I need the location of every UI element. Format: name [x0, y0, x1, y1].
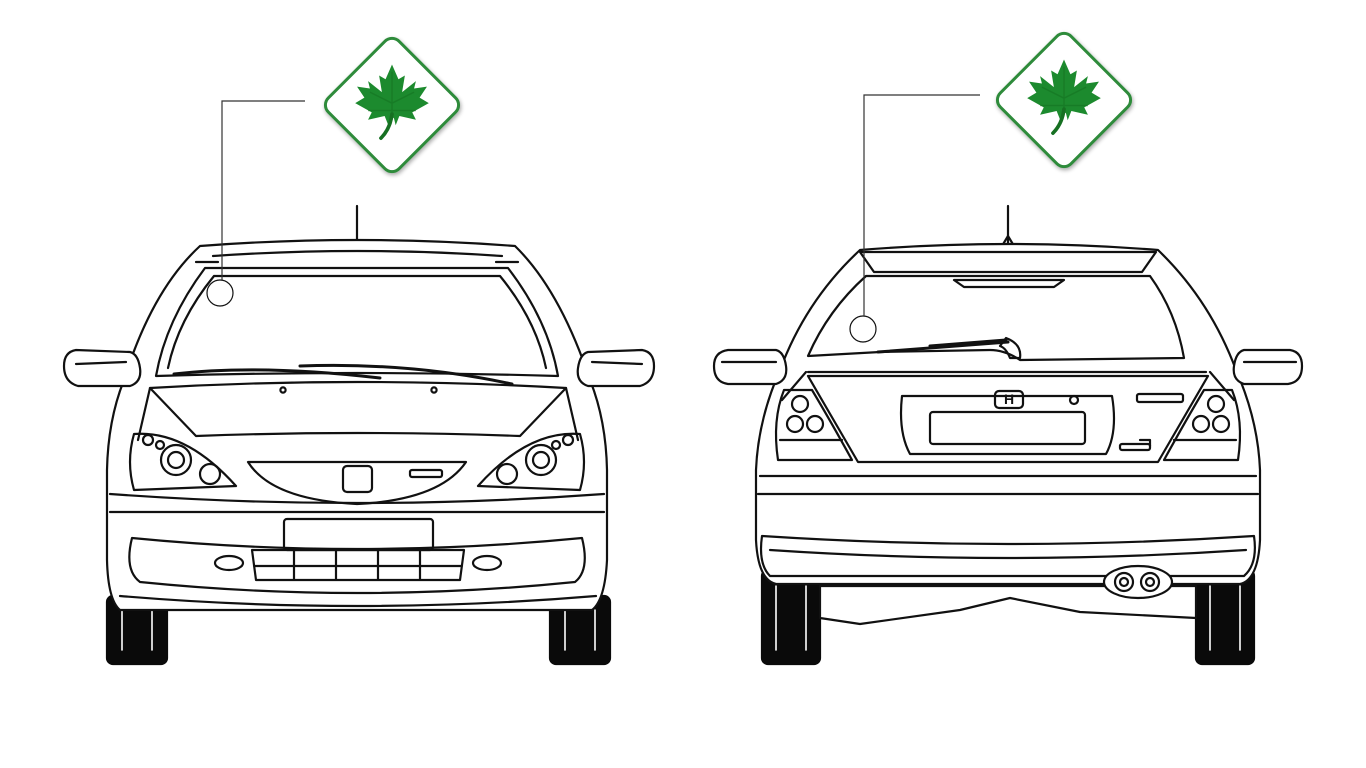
front-lower-grille — [250, 548, 466, 582]
rear-wiper — [876, 338, 1010, 354]
rear-left-taillight — [774, 388, 854, 462]
rear-spoiler — [858, 250, 1158, 274]
rear-left-mirror — [712, 348, 788, 386]
front-sticker-callout-line — [221, 100, 305, 280]
rear-emblem — [993, 389, 1025, 410]
rear-badge-right — [1135, 392, 1185, 404]
front-right-headlight — [476, 432, 586, 492]
rear-sticker — [995, 31, 1133, 169]
front-left-mirror — [62, 348, 142, 388]
rear-lock — [1068, 394, 1080, 406]
rear-emblem-letter: H — [1004, 391, 1014, 407]
front-left-headlight — [128, 432, 238, 492]
front-view — [62, 204, 656, 666]
rear-window — [806, 274, 1186, 362]
rear-sticker-position-marker — [849, 315, 877, 343]
rear-body-outline — [754, 242, 1262, 586]
front-wipers — [172, 363, 514, 386]
rear-right-taillight — [1162, 388, 1242, 462]
front-sticker — [323, 36, 461, 174]
front-emblem — [341, 464, 374, 494]
rear-license-plate — [928, 410, 1087, 446]
front-left-foglight — [213, 554, 245, 572]
rear-undercarriage — [818, 584, 1198, 626]
front-windshield — [154, 266, 560, 378]
rear-sticker-callout-line — [863, 94, 980, 316]
rear-plate-recess — [899, 394, 1116, 456]
rear-bumper — [759, 534, 1256, 578]
front-sticker-position-marker — [206, 279, 234, 307]
front-badge — [408, 468, 444, 479]
front-right-mirror — [576, 348, 656, 388]
rear-tailgate — [806, 374, 1210, 464]
rear-view: H — [712, 204, 1304, 666]
front-right-foglight — [471, 554, 503, 572]
rear-right-mirror — [1232, 348, 1304, 386]
